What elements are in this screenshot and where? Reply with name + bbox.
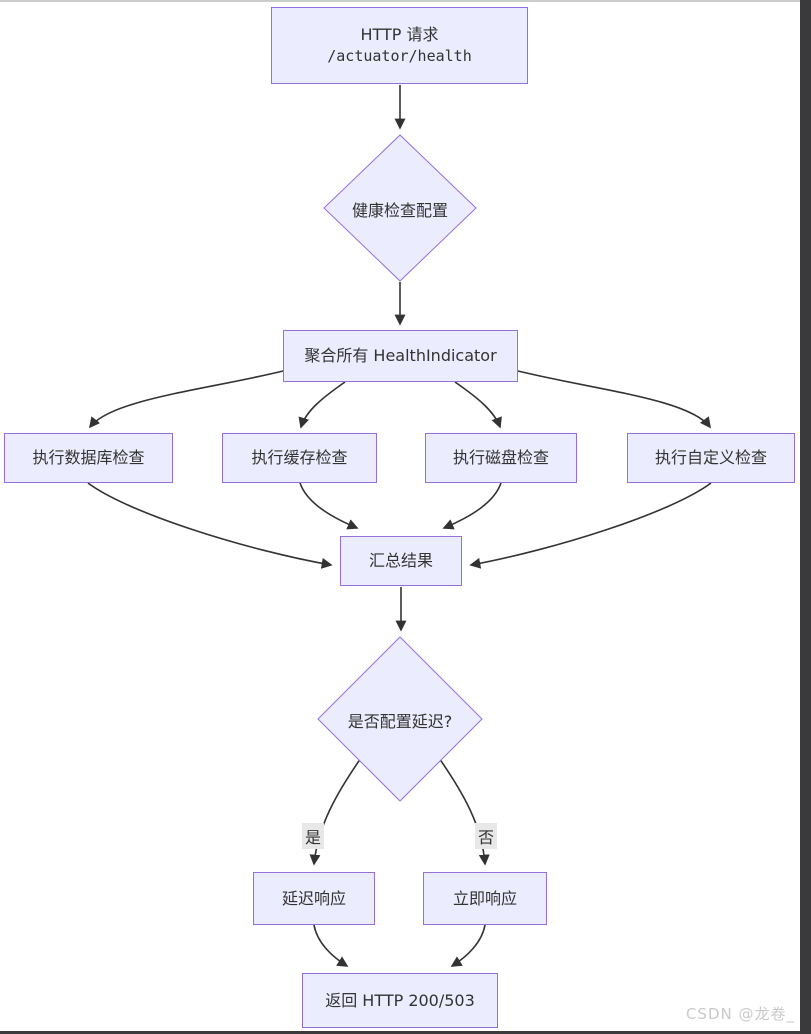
edge-cache-to-summary	[299, 482, 359, 530]
node-summary: 汇总结果	[340, 536, 462, 586]
node-http-request-line2: /actuator/health	[327, 47, 472, 66]
edge-decision-no	[438, 757, 490, 866]
node-disk-check-label: 执行磁盘检查	[452, 448, 549, 468]
node-cache-check: 执行缓存检查	[222, 433, 377, 483]
node-http-request: HTTP 请求 /actuator/health	[271, 7, 528, 84]
edge-label-no: 否	[474, 823, 498, 849]
edge-decision-yes	[309, 757, 362, 866]
node-summary-label: 汇总结果	[368, 551, 433, 571]
node-immediate-response: 立即响应	[423, 872, 547, 925]
edge-db-to-summary	[87, 482, 333, 569]
node-db-check-label: 执行数据库检查	[32, 448, 145, 468]
right-window-edge	[800, 0, 811, 1034]
node-delayed-response: 延迟响应	[253, 872, 375, 925]
node-immediate-response-label: 立即响应	[452, 888, 517, 908]
edge-aggregate-to-db	[88, 370, 284, 429]
node-delayed-response-label: 延迟响应	[281, 888, 346, 908]
node-custom-check: 执行自定义检查	[627, 433, 795, 483]
edge-aggregate-to-cache	[298, 381, 346, 429]
edge-custom-to-summary	[469, 482, 712, 569]
decision-health-config-shape	[323, 134, 477, 282]
node-return-http: 返回 HTTP 200/503	[302, 973, 498, 1028]
decision-delay-shape	[317, 636, 483, 802]
node-db-check: 执行数据库检查	[4, 433, 173, 483]
node-aggregate: 聚合所有 HealthIndicator	[283, 330, 518, 382]
node-http-request-line1: HTTP 请求	[360, 25, 439, 45]
edge-delayed-to-return	[313, 924, 349, 967]
csdn-watermark: CSDN @龙卷_	[685, 1005, 795, 1023]
edge-label-yes: 是	[301, 823, 325, 849]
node-cache-check-label: 执行缓存检查	[251, 448, 348, 468]
edge-disk-to-summary	[442, 482, 502, 530]
node-aggregate-label: 聚合所有 HealthIndicator	[304, 346, 497, 366]
top-border-line	[0, 0, 811, 2]
bottom-window-edge	[0, 1031, 811, 1034]
edge-aggregate-to-custom	[517, 370, 711, 429]
node-disk-check: 执行磁盘检查	[425, 433, 577, 483]
node-return-http-label: 返回 HTTP 200/503	[325, 990, 475, 1010]
node-custom-check-label: 执行自定义检查	[654, 448, 767, 468]
edge-aggregate-to-disk	[454, 381, 502, 429]
edge-immediate-to-return	[450, 924, 486, 967]
